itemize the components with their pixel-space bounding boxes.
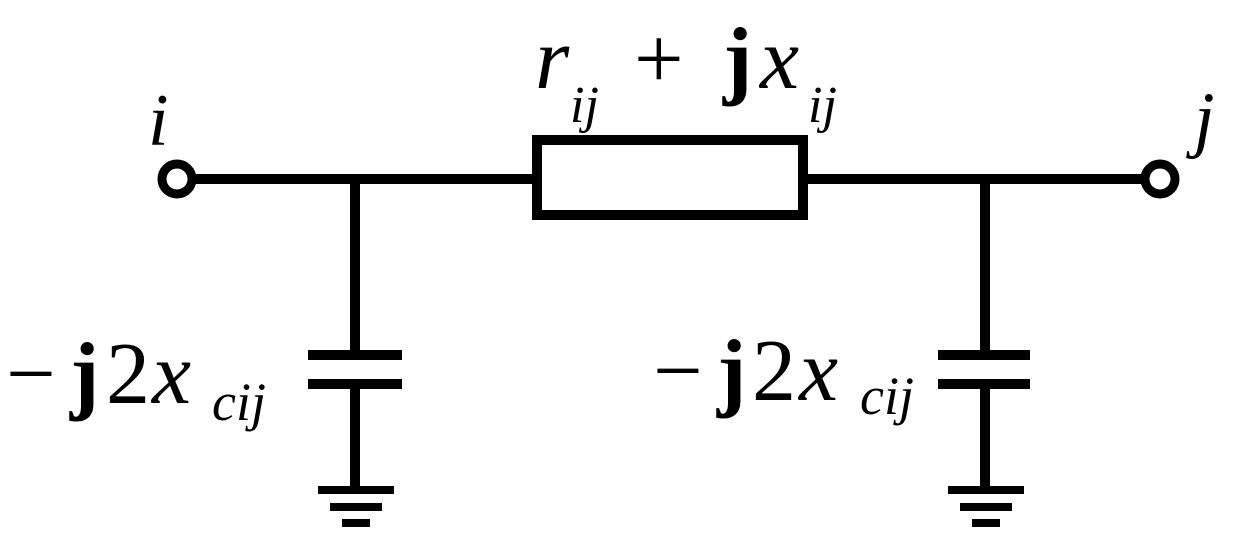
shunt-left-x: x [150, 326, 191, 423]
shunt-label-left: − j 2 x cij [6, 326, 266, 432]
node-label-j: j [1186, 78, 1215, 160]
impedance-plus: + [634, 11, 684, 108]
impedance-x: x [758, 11, 799, 108]
shunt-right-x: x [797, 323, 838, 420]
shunt-right-coef: 2 [752, 323, 796, 420]
impedance-j: j [722, 11, 752, 108]
shunt-right-subscript: cij [860, 366, 914, 426]
node-label-i: i [148, 80, 169, 162]
terminal-j [1140, 159, 1180, 199]
impedance-label: r ij + j x ij [535, 11, 837, 142]
impedance-x-subscript: ij [808, 77, 837, 134]
shunt-right-j: j [716, 323, 746, 420]
shunt-label-right: − j 2 x cij [653, 323, 914, 426]
series-impedance [532, 135, 808, 220]
right-shunt-branch [938, 179, 1030, 527]
impedance-r-subscript: ij [570, 77, 599, 134]
impedance-r: r [535, 11, 570, 108]
shunt-left-minus: − [6, 326, 56, 423]
shunt-left-subscript: cij [212, 372, 266, 432]
terminal-i [157, 159, 197, 199]
left-shunt-branch [308, 179, 402, 527]
shunt-left-coef: 2 [106, 326, 150, 423]
shunt-left-j: j [69, 326, 99, 423]
shunt-right-minus: − [653, 323, 703, 420]
